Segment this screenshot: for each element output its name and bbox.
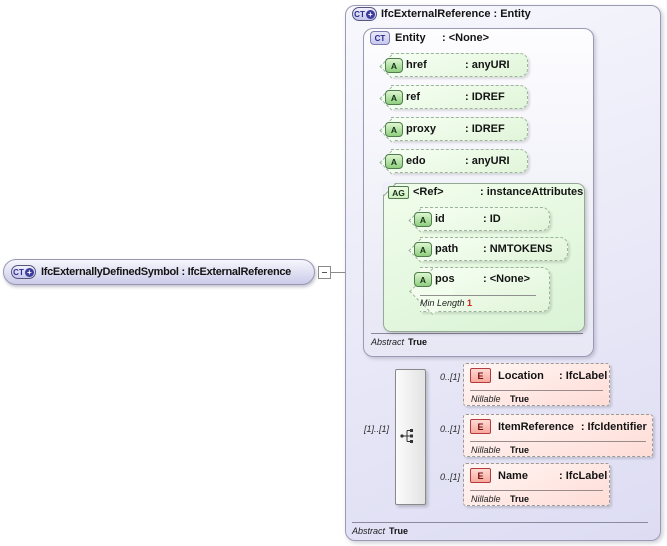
element-node[interactable]: E ItemReference : IfcIdentifier Nillable T… bbox=[463, 414, 653, 457]
multiplicity-label: 0..[1] bbox=[439, 472, 460, 482]
attribute-name: proxy bbox=[406, 123, 436, 135]
nillable-value: True bbox=[510, 445, 530, 455]
expand-plus-icon: + bbox=[24, 267, 34, 277]
complex-type-plus-icon: CT+ bbox=[352, 7, 377, 21]
nillable-value: True bbox=[510, 394, 530, 404]
multiplicity-label: [1]..[1] bbox=[363, 424, 389, 434]
collapse-dash-icon bbox=[322, 272, 327, 273]
nillable-value: True bbox=[510, 494, 530, 504]
divider bbox=[352, 522, 648, 523]
abstract-label: Abstract bbox=[352, 526, 386, 536]
attribute-type: : anyURI bbox=[465, 155, 510, 167]
abstract-value: True bbox=[389, 526, 409, 536]
divider bbox=[470, 390, 603, 391]
divider bbox=[371, 333, 583, 334]
attribute-icon: A bbox=[414, 212, 432, 227]
element-icon: E bbox=[470, 468, 491, 483]
attribute-icon: A bbox=[385, 154, 403, 169]
attribute-type: : <None> bbox=[483, 273, 531, 285]
expand-toggle[interactable] bbox=[318, 266, 331, 279]
attribute-name: path bbox=[435, 243, 459, 255]
multiplicity-label: 0..[1] bbox=[439, 424, 460, 434]
facet-label: Min Length bbox=[420, 298, 465, 308]
compositor-icon bbox=[400, 429, 413, 443]
complex-type-plus-icon: CT+ bbox=[11, 265, 36, 279]
multiplicity-label: 0..[1] bbox=[439, 372, 460, 382]
attribute-icon: A bbox=[414, 242, 432, 257]
divider bbox=[420, 295, 536, 296]
nillable-label: Nillable bbox=[471, 394, 501, 404]
abstract-value: True bbox=[408, 337, 428, 347]
root-type-node[interactable]: CT+ IfcExternallyDefinedSymbol : IfcExte… bbox=[3, 259, 315, 285]
root-label: IfcExternallyDefinedSymbol : IfcExternal… bbox=[41, 266, 292, 278]
element-type: : IfcLabel bbox=[559, 469, 608, 482]
base-type-type: : <None> bbox=[442, 32, 490, 44]
type-title: IfcExternalReference : Entity bbox=[381, 8, 531, 20]
connector-line bbox=[331, 272, 352, 273]
ct-icon: CT bbox=[370, 31, 390, 45]
attribute-name: edo bbox=[406, 155, 426, 167]
attribute-group-name: <Ref> bbox=[413, 186, 444, 198]
attribute-icon: A bbox=[385, 90, 403, 105]
attribute-name: href bbox=[406, 59, 427, 71]
element-icon: E bbox=[470, 419, 491, 434]
abstract-label: Abstract bbox=[371, 337, 405, 347]
element-type: : IfcLabel bbox=[559, 369, 608, 382]
element-name: Name bbox=[498, 469, 528, 482]
element-name: Location bbox=[498, 369, 544, 382]
attribute-type: : NMTOKENS bbox=[483, 243, 553, 255]
attribute-type: : IDREF bbox=[465, 123, 505, 135]
element-icon: E bbox=[470, 368, 491, 383]
attribute-name: pos bbox=[435, 273, 455, 285]
expand-plus-icon: + bbox=[365, 9, 375, 19]
attribute-type: : anyURI bbox=[465, 59, 510, 71]
attribute-type: : ID bbox=[483, 213, 501, 225]
nillable-label: Nillable bbox=[471, 445, 501, 455]
ct-icon-label: CT bbox=[13, 267, 24, 277]
attribute-name: ref bbox=[406, 91, 421, 103]
nillable-label: Nillable bbox=[471, 494, 501, 504]
element-node[interactable]: E Name : IfcLabel Nillable True bbox=[463, 463, 610, 506]
ct-icon-label: CT bbox=[354, 9, 365, 19]
attribute-type: : IDREF bbox=[465, 91, 505, 103]
attribute-name: id bbox=[435, 213, 445, 225]
attribute-group-icon: AG bbox=[388, 186, 409, 199]
base-type-name: Entity bbox=[395, 32, 426, 44]
attribute-icon: A bbox=[385, 58, 403, 73]
attribute-group-type: : instanceAttributes bbox=[480, 186, 584, 198]
element-node[interactable]: E Location : IfcLabel Nillable True bbox=[463, 363, 610, 406]
attribute-icon: A bbox=[414, 272, 432, 287]
element-name: ItemReference bbox=[498, 420, 574, 433]
attribute-icon: A bbox=[385, 122, 403, 137]
facet-value: 1 bbox=[467, 298, 473, 308]
divider bbox=[470, 441, 646, 442]
element-type: : IfcIdentifier bbox=[580, 420, 647, 433]
divider bbox=[470, 490, 603, 491]
